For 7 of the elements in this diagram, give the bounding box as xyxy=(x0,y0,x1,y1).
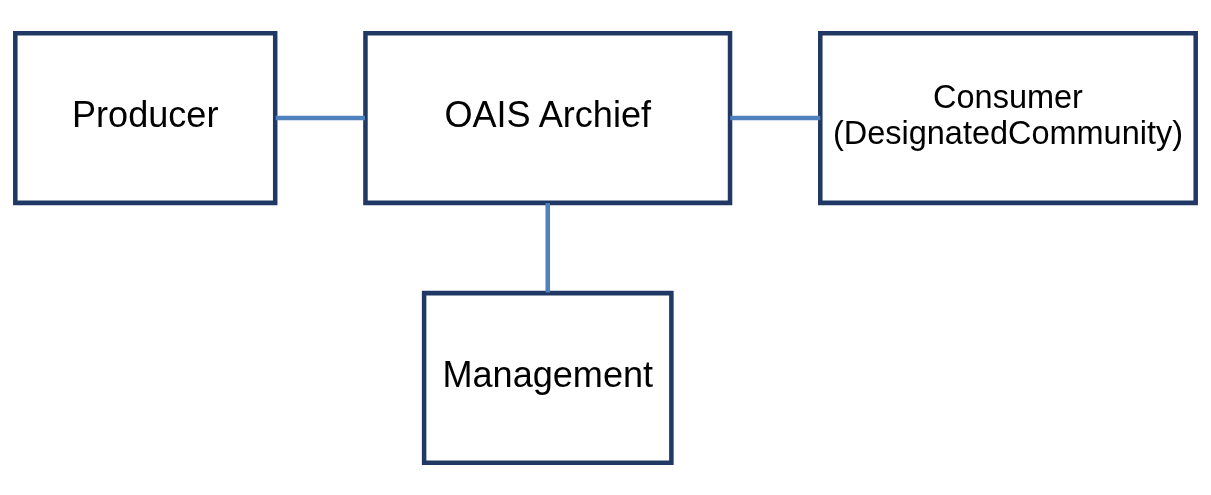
node-box: Consumer (DesignatedCommunity) xyxy=(818,30,1198,205)
node-box: OAIS Archief xyxy=(363,30,733,205)
connector xyxy=(545,202,550,292)
node-box: Producer xyxy=(13,30,278,205)
connector xyxy=(275,115,365,120)
node-box: Management xyxy=(421,290,674,465)
connector xyxy=(730,115,821,120)
